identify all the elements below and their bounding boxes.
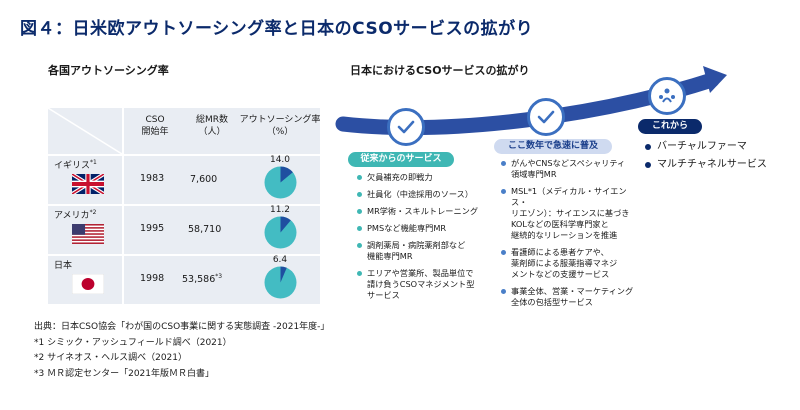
check-icon <box>537 110 555 124</box>
bullet-item: 社員化（中途採用のソース） <box>356 189 496 200</box>
table-divider <box>48 154 320 156</box>
footnotes: 出典：日本CSO協会「わが国のCSO事業に関する実態調査 -2021年度-」 *… <box>34 320 329 382</box>
country-label: 日本 <box>54 258 72 271</box>
table-divider <box>48 204 320 206</box>
country-note: *2 <box>89 209 97 216</box>
rate-pie-chart <box>264 216 297 249</box>
pie-share-slice <box>280 266 287 283</box>
stage-2-bullets: がんやCNSなどスペシャリティ 領域専門MR MSL*1（メディカル・サイエンス・… <box>500 158 640 314</box>
mr-count-text: 53,586 <box>182 274 216 286</box>
team-icon <box>659 88 675 103</box>
header-rate: アウトソーシング率 （%） <box>238 114 322 148</box>
mr-count-value: 7,600 <box>190 173 217 185</box>
bullet-item: 調剤薬局・病院薬剤部など 機能専門MR <box>356 240 496 262</box>
header-mr-count-text: 総MR数 （人） <box>195 115 229 137</box>
country-name: イギリス <box>54 161 91 171</box>
page-title: 図４：日米欧アウトソーシング率と日本のCSOサービスの拡がり <box>20 19 534 39</box>
bullet-item: MR学術・スキルトレーニング <box>356 206 496 217</box>
start-year-value: 1983 <box>140 173 165 184</box>
table-divider <box>122 108 124 304</box>
footnote: *3 ＭＲ認定センター「2021年版ＭＲ白書」 <box>34 368 214 379</box>
country-note: *1 <box>90 159 97 166</box>
rate-pie: 11.2 <box>260 205 300 253</box>
country-label: アメリカ*2 <box>54 208 96 221</box>
us-flag-icon <box>72 224 104 244</box>
mr-count-note: *3 <box>215 273 223 280</box>
footnote-source: 出典：日本CSO協会「わが国のCSO事業に関する実態調査 -2021年度-」 <box>34 322 330 332</box>
uk-flag-icon <box>72 174 104 194</box>
header-start-year-text: CSO 開始年 <box>141 115 169 137</box>
start-year-value: 1995 <box>140 223 165 234</box>
bullet-item: がんやCNSなどスペシャリティ 領域専門MR <box>500 158 640 180</box>
rate-pie: 14.0 <box>260 155 300 203</box>
growth-arrow-head <box>703 66 727 93</box>
rate-pie-chart <box>264 166 297 199</box>
table-corner-diagonal <box>48 108 122 154</box>
rate-pie: 6.4 <box>260 255 300 303</box>
header-rate-text: アウトソーシング率 （%） <box>239 115 321 137</box>
mr-count-text: 58,710 <box>188 224 222 236</box>
pie-share-slice <box>280 216 291 233</box>
stage-3-label: これから <box>638 119 702 134</box>
mr-count-value: 58,710 <box>188 223 221 235</box>
mr-count-text: 7,600 <box>190 174 218 186</box>
check-icon <box>397 120 415 134</box>
bullet-item: 事業全体、営業・マーケティング 全体の包括型サービス <box>500 286 640 308</box>
rate-pie-chart <box>264 266 297 299</box>
bullet-item: MSL*1（メディカル・サイエンス・ リエゾン）：サイエンスに基づき KOLなど… <box>500 186 640 241</box>
bullet-item: バーチャルファーマ <box>644 140 794 154</box>
stage-1-bullets: 欠員補充の即戦力社員化（中途採用のソース） MR学術・スキルトレーニング PMSなど… <box>356 172 496 307</box>
stage-1-badge <box>387 108 425 146</box>
rate-label: 14.0 <box>269 155 291 165</box>
rate-label: 11.2 <box>269 205 291 215</box>
footnote: *1 シミック・アッシュフィールド調べ（2021） <box>34 337 232 348</box>
pie-share-slice <box>280 166 293 183</box>
stage-3-bullets: バーチャルファーママルチチャネルサービス <box>644 140 794 176</box>
country-label: イギリス*1 <box>54 158 97 171</box>
stage-2-label: ここ数年で急速に普及 <box>494 139 612 154</box>
rate-label: 6.4 <box>272 255 288 265</box>
header-mr-count: 総MR数 （人） <box>182 114 242 148</box>
footnote: *2 サイネオス・ヘルス調べ（2021） <box>34 353 187 363</box>
left-section-title: 各国アウトソーシング率 <box>48 64 169 77</box>
bullet-item: PMSなど機能専門MR <box>356 223 496 234</box>
bullet-item: エリアや営業所、製品単位で 請け負うCSOマネジメント型 サービス <box>356 268 496 301</box>
header-start-year: CSO 開始年 <box>130 114 180 148</box>
jp-flag-icon <box>72 274 104 294</box>
table-divider <box>48 254 320 256</box>
stage-1-label: 従来からのサービス <box>348 152 454 167</box>
country-name: アメリカ <box>54 211 90 221</box>
bullet-item: 欠員補充の即戦力 <box>356 172 496 183</box>
country-name: 日本 <box>54 261 73 271</box>
bullet-item: 看護師による患者ケアや、 薬剤師による服薬指導マネジ メントなどの支援サービス <box>500 247 640 280</box>
stage-2-badge <box>527 98 565 136</box>
stage-3-badge <box>648 77 686 115</box>
mr-count-value: 53,586*3 <box>182 273 222 285</box>
bullet-item: マルチチャネルサービス <box>644 158 794 172</box>
right-section-title: 日本におけるCSOサービスの拡がり <box>350 64 530 77</box>
outsourcing-table: CSO 開始年 総MR数 （人） アウトソーシング率 （%） イギリス*1 19… <box>48 108 320 304</box>
start-year-value: 1998 <box>140 273 165 284</box>
